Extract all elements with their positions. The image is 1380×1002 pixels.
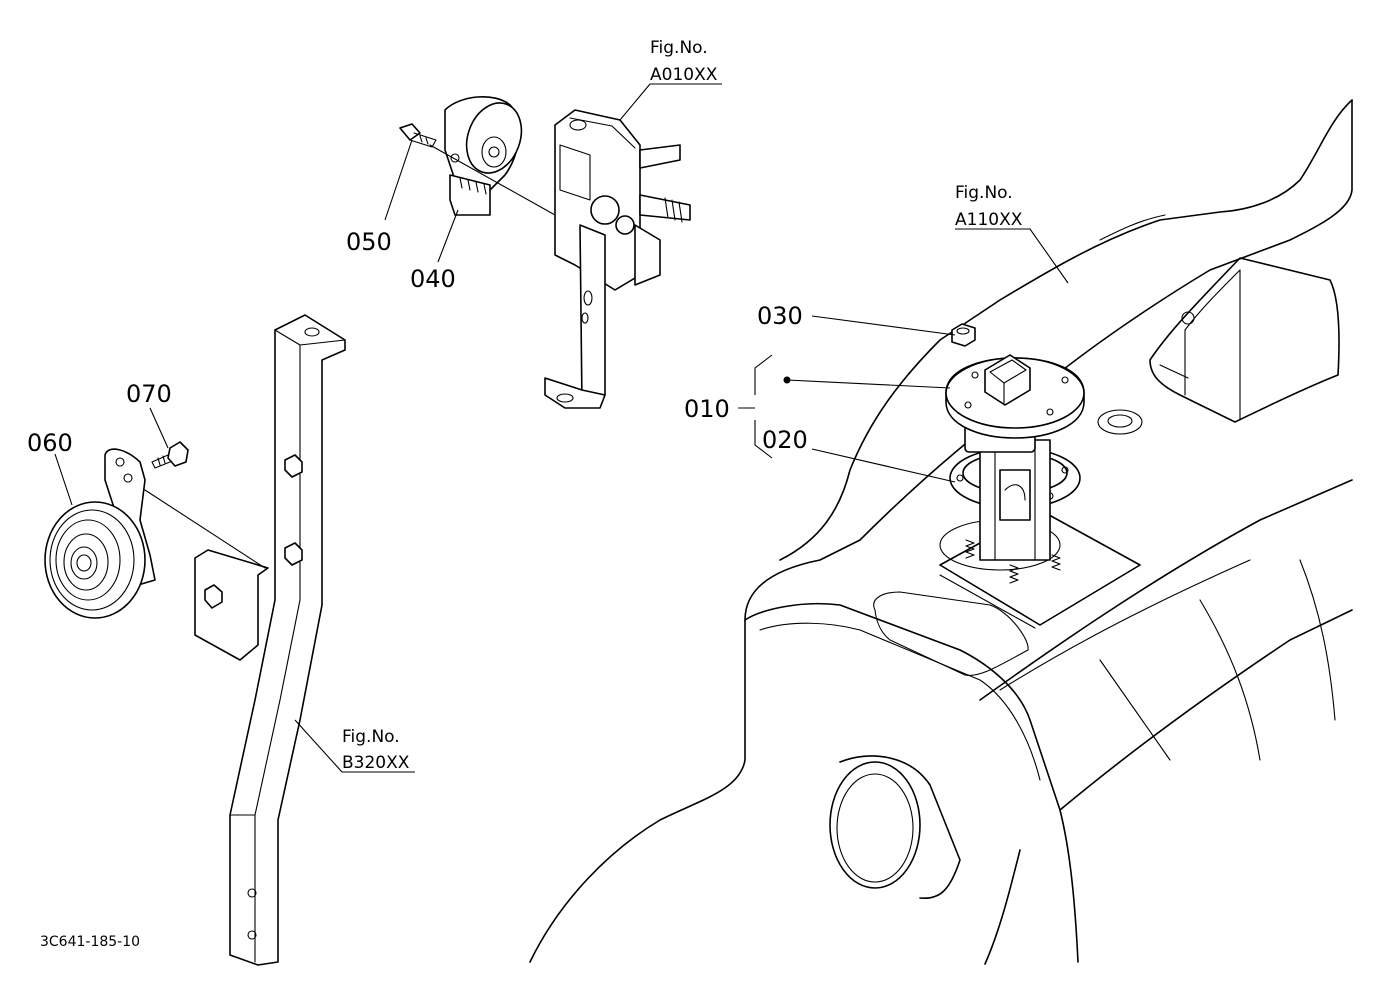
fig-ref-a010-code: A010XX — [650, 65, 718, 85]
callout-020: 020 — [762, 426, 808, 454]
fig-ref-b320-label: Fig.No. — [342, 727, 400, 747]
fuel-tank-drawing — [529, 99, 1353, 965]
horn-bracket-drawing — [44, 314, 346, 966]
leader-lines — [54, 83, 1069, 773]
document-code: 3C641-185-10 — [40, 934, 140, 950]
callout-010: 010 — [684, 395, 730, 423]
callout-050: 050 — [346, 228, 392, 256]
fig-ref-a110-label: Fig.No. — [955, 183, 1013, 203]
sensor-bracket-drawing — [399, 95, 691, 409]
fig-ref-a110-code: A110XX — [955, 210, 1023, 230]
callout-070: 070 — [126, 380, 172, 408]
fig-ref-b320-code: B320XX — [342, 753, 410, 773]
callout-030: 030 — [757, 302, 803, 330]
callout-040: 040 — [410, 265, 456, 293]
part-callouts: 010 020 030 040 050 060 070 — [27, 228, 808, 457]
fuel-gauge-drawing — [945, 323, 1085, 584]
figure-references: Fig.No. A010XX Fig.No. A110XX Fig.No. B3… — [342, 38, 1023, 773]
callout-060: 060 — [27, 429, 73, 457]
fig-ref-a010-label: Fig.No. — [650, 38, 708, 58]
